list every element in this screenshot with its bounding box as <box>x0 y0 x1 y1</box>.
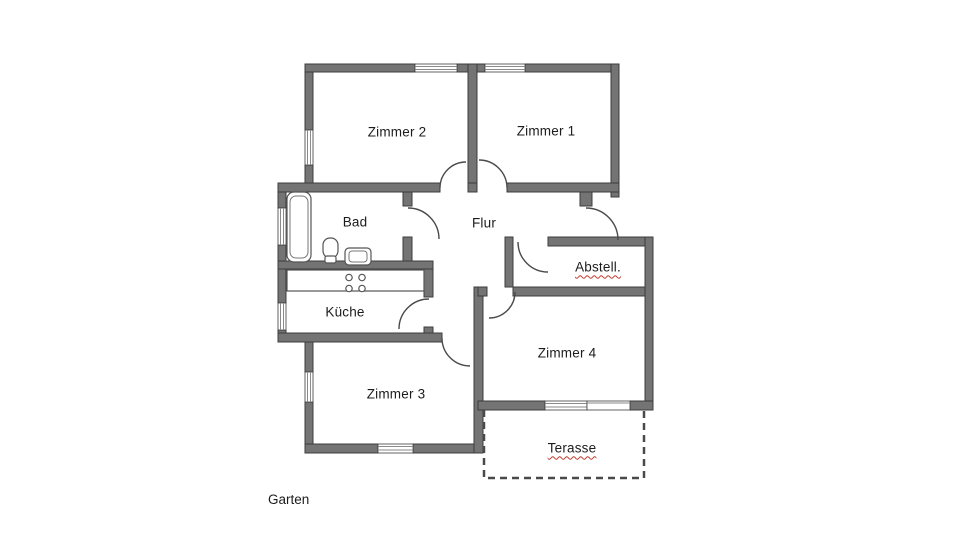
door-swing-arc <box>585 207 619 241</box>
room-label-kueche: Küche <box>325 304 365 320</box>
room-label-zimmer2: Zimmer 2 <box>367 124 427 140</box>
room-label-zimmer3: Zimmer 3 <box>366 386 426 402</box>
door-swing-arc <box>488 291 516 319</box>
window-glyph <box>304 129 314 166</box>
doors-layer <box>398 159 619 367</box>
room-label-zimmer1: Zimmer 1 <box>516 123 576 139</box>
room-label-abstell: Abstell. <box>575 259 621 275</box>
window-glyph <box>277 207 287 246</box>
door-swing-arc <box>407 207 440 240</box>
door-swing-arc <box>441 337 471 367</box>
terrace-door-glyph <box>586 400 631 411</box>
door-swing-arc <box>517 241 549 273</box>
garten-label: Garten <box>268 492 310 507</box>
window-glyph <box>484 63 526 73</box>
kitchen-counter <box>286 269 425 292</box>
washbasin-icon <box>344 247 372 266</box>
terrace-dashed-outline <box>482 410 646 480</box>
stove-icon <box>345 273 366 293</box>
window-glyph <box>277 302 287 331</box>
windows-layer <box>277 63 631 454</box>
walls-layer <box>277 63 654 454</box>
window-glyph <box>377 443 414 454</box>
window-glyph <box>304 371 314 403</box>
room-label-zimmer4: Zimmer 4 <box>537 345 597 361</box>
door-swing-arc <box>439 161 467 189</box>
fixtures-layer <box>286 191 425 293</box>
door-swing-arc <box>478 159 508 189</box>
toilet-icon <box>322 237 339 264</box>
bathtub-icon <box>286 191 312 263</box>
room-label-bad: Bad <box>342 214 368 230</box>
door-swing-arc <box>398 298 430 330</box>
room-label-flur: Flur <box>471 215 497 231</box>
window-glyph <box>544 400 588 411</box>
room-label-terasse: Terasse <box>547 440 597 456</box>
window-glyph <box>414 63 458 73</box>
